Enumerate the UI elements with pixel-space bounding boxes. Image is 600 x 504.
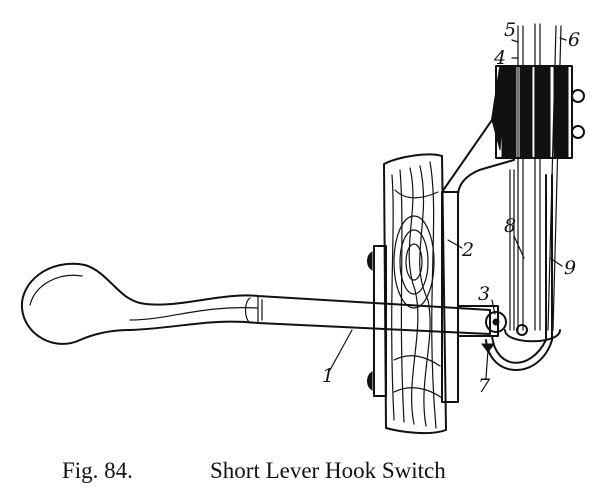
wood-block [383, 153, 447, 435]
label-7: 7 [478, 375, 491, 397]
label-3: 3 [478, 283, 490, 305]
label-5: 5 [504, 19, 516, 41]
figure-title: Short Lever Hook Switch [210, 458, 446, 483]
part-labels: 1 2 3 4 5 6 7 8 9 [322, 19, 580, 397]
mounting-plate [367, 191, 459, 403]
figure-number: Fig. 84. [62, 458, 133, 483]
leader-lines [329, 37, 567, 379]
label-9: 9 [564, 257, 576, 279]
pivot-and-stop [457, 305, 528, 353]
figure-caption: Fig. 84. Short Lever Hook Switch [62, 458, 446, 483]
label-4: 4 [493, 47, 506, 69]
hook-lever [20, 262, 491, 345]
label-2: 2 [461, 239, 474, 261]
label-1: 1 [322, 365, 334, 387]
label-6: 6 [568, 29, 580, 51]
label-8: 8 [504, 215, 516, 237]
contact-springs [485, 23, 562, 371]
